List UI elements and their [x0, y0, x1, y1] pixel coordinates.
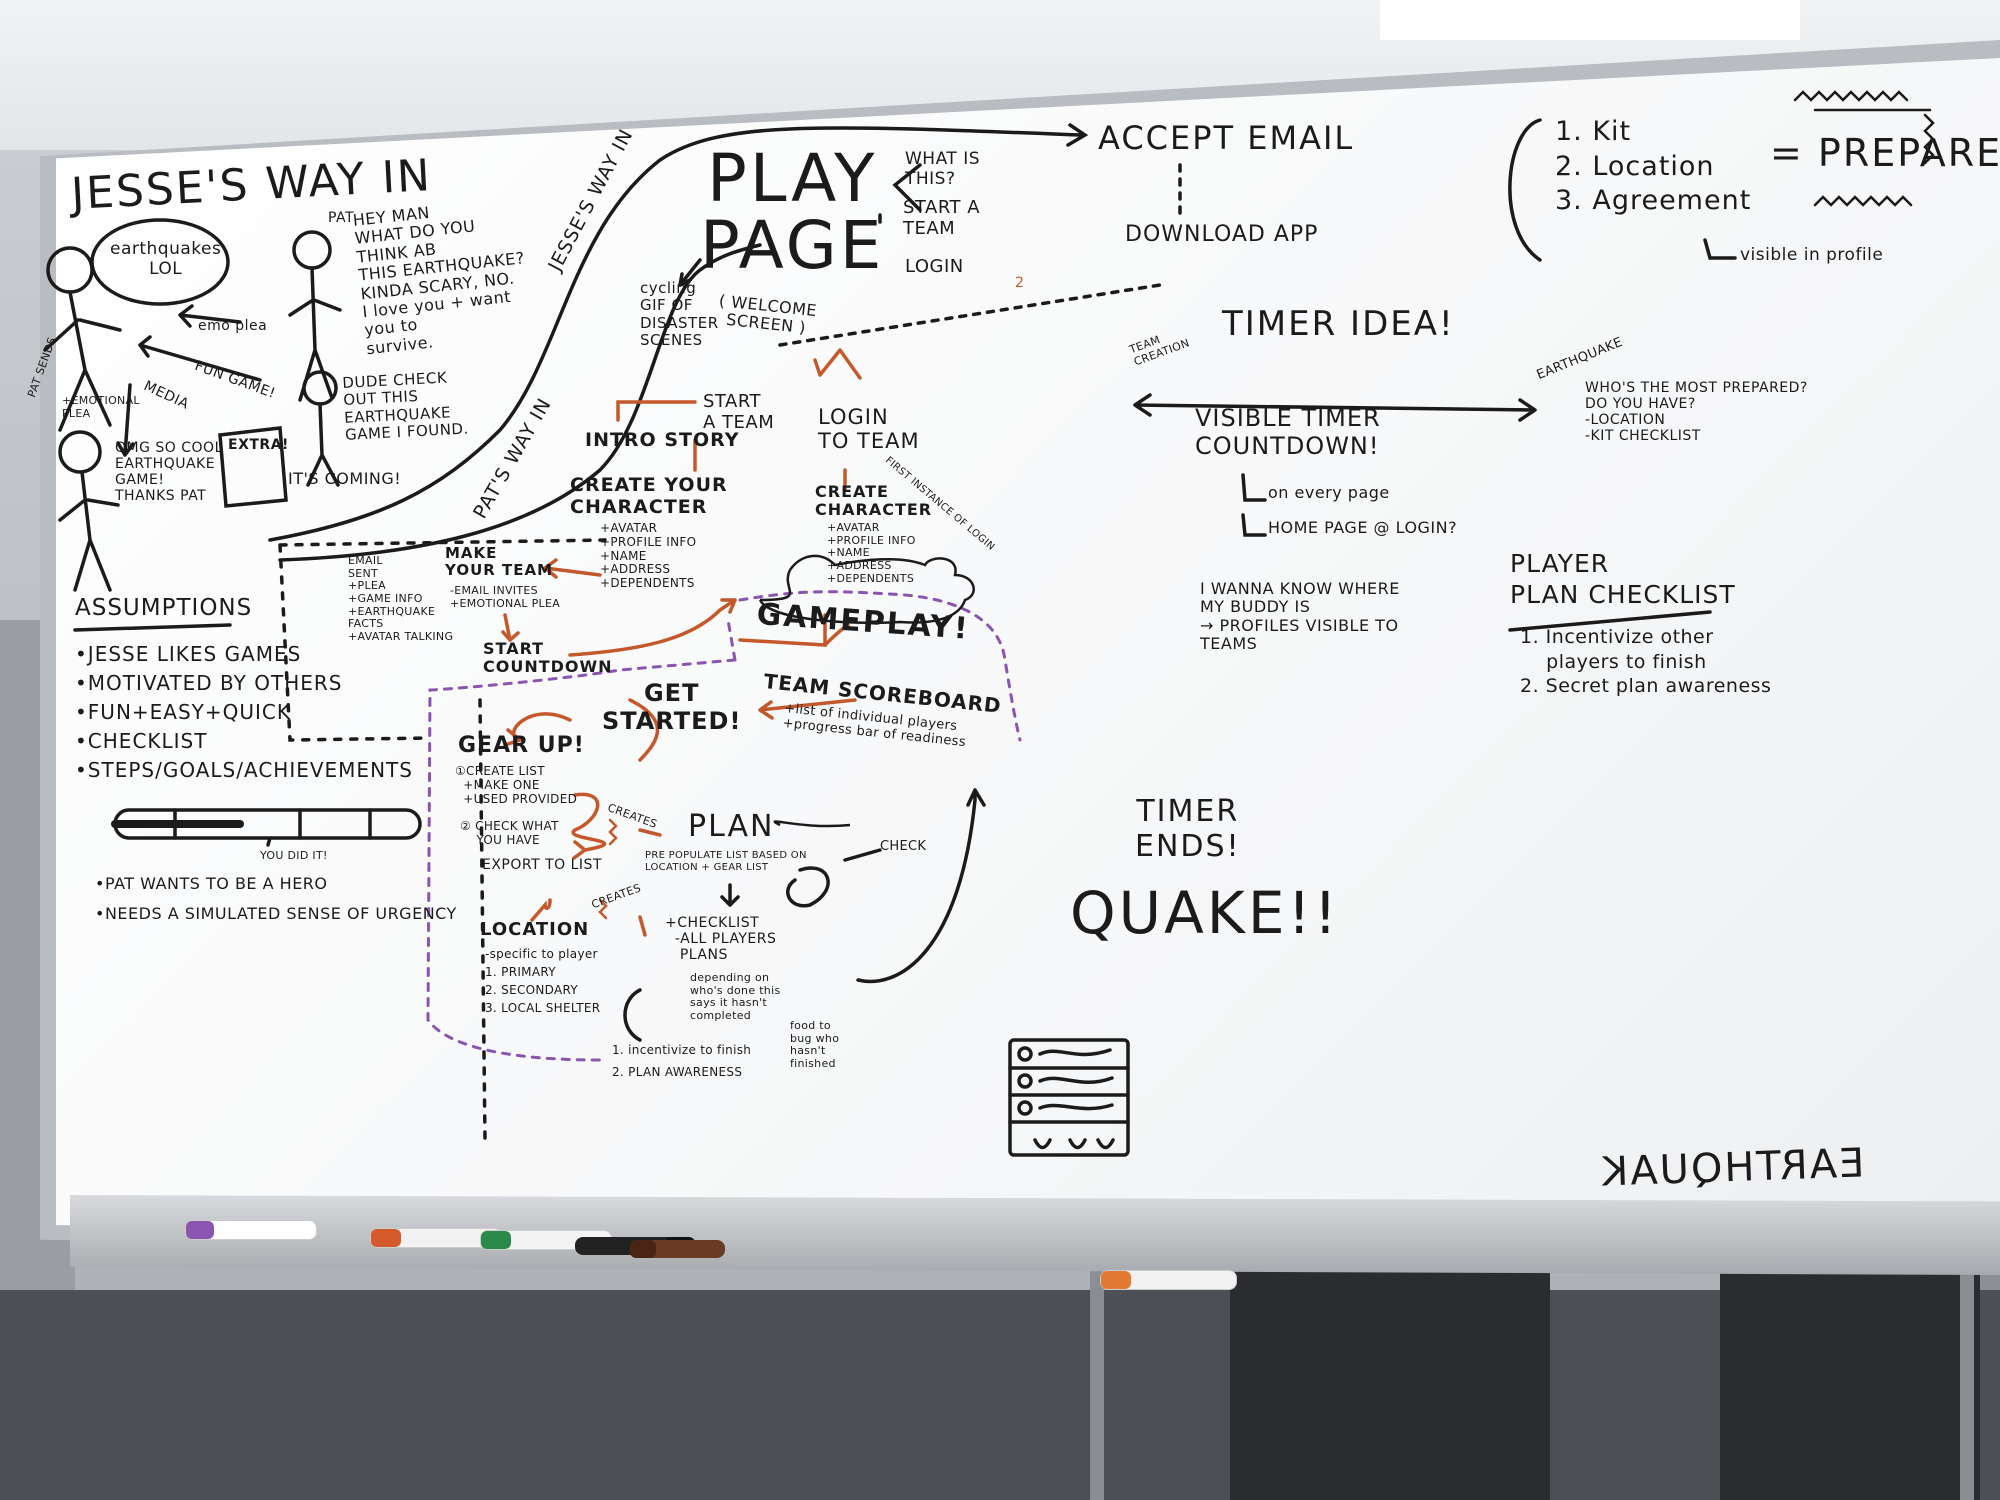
cycling-gif-label: cycling GIF OF DISASTER SCENES: [640, 279, 719, 349]
play-page-title: PLAY PAGE: [700, 140, 885, 285]
dude-check-speech: DUDE CHECK OUT THIS EARTHQUAKE GAME I FO…: [341, 368, 470, 444]
emotional-plea-label: +EMOTIONAL PLEA: [62, 394, 140, 420]
create-your-character-items: +AVATAR +PROFILE INFO +NAME +ADDRESS +DE…: [600, 521, 697, 591]
pat-hero-assumption: •PAT WANTS TO BE A HERO: [95, 874, 328, 893]
location-items: -specific to player 1. PRIMARY 2. SECOND…: [485, 947, 601, 1015]
start-a-team-top-label: START A TEAM: [903, 197, 981, 239]
export-to-list-label: EXPORT TO LIST: [482, 857, 602, 873]
emo-plea-label: emo plea: [198, 318, 268, 334]
make-your-team-title: MAKE YOUR TEAM: [445, 544, 554, 580]
create-your-character-title: CREATE YOUR CHARACTER: [570, 474, 728, 518]
board-stand-left: [1090, 1260, 1104, 1500]
floor: [0, 1290, 2000, 1500]
whiteboard: [56, 58, 2000, 1251]
player-plan-title: PLAYER PLAN CHECKLIST: [1510, 549, 1736, 610]
omg-so-cool-speech: OMG SO COOL EARTHQUAKE GAME! THANKS PAT: [115, 440, 223, 505]
start-countdown-label: START COUNTDOWN: [483, 639, 613, 677]
timer-idea-title: TIMER IDEA!: [1222, 304, 1455, 344]
board-stand-right: [1960, 1260, 1974, 1500]
office-chair-2: [1720, 1265, 1980, 1500]
intro-story-label: INTRO STORY: [585, 429, 740, 451]
login-top-label: LOGIN: [905, 256, 964, 277]
home-page-login-label: HOME PAGE @ LOGIN?: [1268, 518, 1458, 537]
office-chair: [1230, 1265, 1550, 1500]
get-started-label: GET STARTED!: [602, 679, 742, 735]
email-sent-list: EMAIL SENT +PLEA +GAME INFO +EARTHQUAKE …: [348, 554, 454, 643]
orange-marker[interactable]: [370, 1228, 502, 1248]
pat-label: PAT: [328, 210, 355, 226]
pat-speech: HEY MAN WHAT DO YOU THINK AB THIS EARTHQ…: [351, 202, 526, 358]
depending-note: depending on who's done this says it has…: [690, 971, 781, 1022]
gear-up-title: GEAR UP!: [458, 733, 585, 758]
location-title: LOCATION: [480, 919, 590, 940]
create-character-login-title: CREATE CHARACTER: [815, 482, 933, 520]
accept-email-title: ACCEPT EMAIL: [1098, 119, 1355, 157]
check-what-you-have: ② CHECK WHAT YOU HAVE: [460, 819, 559, 847]
earthquak-mirrored: EARTHQUAK: [1599, 1140, 1866, 1196]
who-most-prepared: WHO'S THE MOST PREPARED? DO YOU HAVE? -L…: [1585, 380, 1808, 445]
checklist-items: +CHECKLIST -ALL PLAYERS PLANS: [665, 915, 777, 964]
brown-marker[interactable]: [630, 1240, 725, 1258]
incentivize-list: 1. incentivize to finish 2. PLAN AWARENE…: [612, 1043, 752, 1079]
create-character-login-items: +AVATAR +PROFILE INFO +NAME +ADDRESS +DE…: [827, 521, 916, 585]
plan-subtitle: PRE POPULATE LIST BASED ON LOCATION + GE…: [645, 850, 807, 873]
on-every-page-label: on every page: [1268, 483, 1390, 502]
urgency-assumption: •NEEDS A SIMULATED SENSE OF URGENCY: [95, 904, 457, 923]
timer-ends-label: TIMER ENDS!: [1135, 794, 1241, 864]
ceiling-light: [1380, 0, 1800, 40]
gear-up-items: ①CREATE LIST +MAKE ONE +USED PROVIDED: [455, 764, 578, 806]
start-a-team-label: START A TEAM: [703, 391, 775, 433]
buddy-note: I WANNA KNOW WHERE MY BUDDY IS → PROFILE…: [1200, 579, 1400, 654]
check-loop-label: CHECK: [880, 839, 927, 854]
kit-list: 1. Kit 2. Location 3. Agreement: [1555, 116, 1752, 217]
download-app-label: DOWNLOAD APP: [1125, 222, 1319, 247]
extra-newspaper: EXTRA!: [228, 437, 289, 453]
purple-marker[interactable]: [185, 1220, 317, 1240]
you-did-it-label: YOU DID IT!: [260, 849, 328, 862]
login-to-team-label: LOGIN TO TEAM: [818, 405, 920, 454]
jesse-speech-bubble: earthquakes LOL: [110, 239, 222, 279]
player-plan-items: 1. Incentivize other players to finish 2…: [1520, 626, 1772, 698]
orange-marker-2[interactable]: [1100, 1270, 1237, 1290]
make-your-team-items: -EMAIL INVITES +EMOTIONAL PLEA: [450, 584, 561, 610]
quake-label: QUAKE!!: [1070, 879, 1340, 947]
assumption-items: •JESSE LIKES GAMES •MOTIVATED BY OTHERS …: [75, 642, 413, 782]
its-coming-label: IT'S COMING!: [288, 469, 402, 488]
food-to-bug-note: food to bug who hasn't finished: [790, 1019, 840, 1070]
prepared-label: = PREPARED: [1770, 131, 2000, 175]
what-is-this-label: WHAT IS THIS?: [905, 149, 980, 189]
visible-timer-title: VISIBLE TIMER COUNTDOWN!: [1195, 404, 1381, 460]
visible-in-profile-label: visible in profile: [1740, 245, 1884, 265]
number-2-label: 2: [1015, 275, 1025, 291]
assumptions-title: ASSUMPTIONS: [75, 595, 253, 621]
plan-title: PLAN: [688, 809, 775, 844]
